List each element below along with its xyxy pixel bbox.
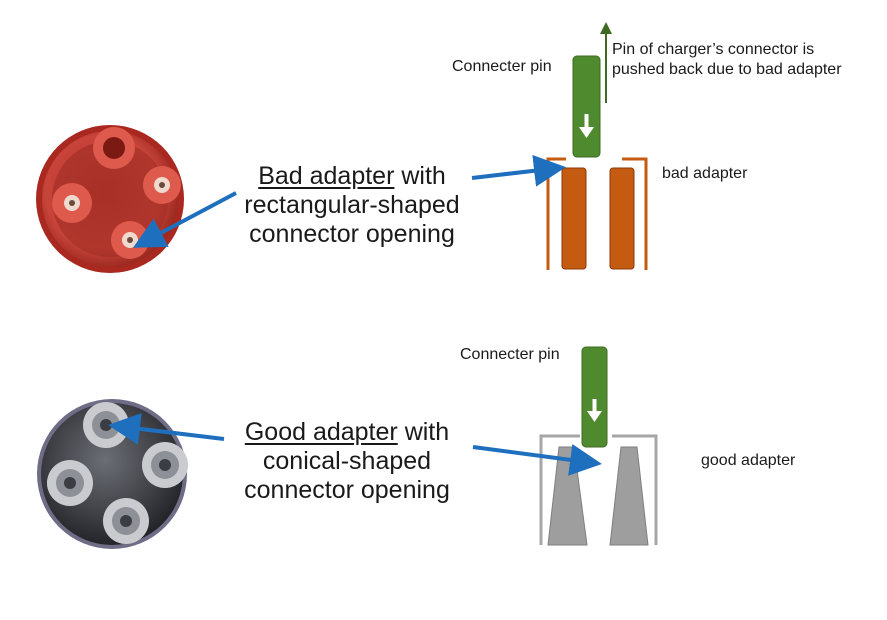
- good-adapter-socket-left: [47, 460, 93, 506]
- good-photo-callout-arrow: [108, 412, 225, 445]
- good-adapter-caption-line3: connector opening: [244, 476, 450, 504]
- good-adapter-frame-left: [539, 434, 580, 545]
- bad-pin-down-arrow-icon: [579, 114, 594, 138]
- bad-adapter-caption-underlined: Bad adapter: [258, 162, 395, 190]
- bad-adapter-socket-left: [52, 183, 92, 223]
- good-pin-down-arrow-icon: [587, 399, 602, 422]
- bad-adapter-caption: Bad adapter with rectangular-shaped conn…: [236, 162, 468, 249]
- bad-adapter-socket-right: [143, 166, 181, 204]
- bad-adapter-frame-right: [622, 157, 648, 270]
- bad-photo-callout-arrow: [132, 191, 237, 248]
- good-adapter-caption-line2: conical-shaped: [262, 447, 432, 475]
- bad-adapter-caption-line2: rectangular-shaped: [244, 191, 460, 219]
- good-adapter-terminal-right: [609, 446, 649, 546]
- bad-adapter-photo: [36, 125, 184, 273]
- bad-adapter-caption-with: with: [394, 162, 446, 190]
- pushed-back-note: Pin of charger’s connector is pushed bac…: [612, 40, 842, 80]
- bad-adapter-socket-top: [93, 127, 135, 169]
- good-adapter-socket-bottom: [103, 498, 149, 544]
- bad-adapter-label: bad adapter: [662, 165, 748, 182]
- bad-schematic-callout-arrow: [471, 154, 566, 187]
- good-adapter-caption-underlined: Good adapter: [244, 418, 398, 446]
- pushed-back-note-line1: Pin of charger’s connector is: [612, 41, 815, 58]
- bad-adapter-caption-line3: connector opening: [249, 220, 455, 248]
- good-adapter-caption-line1: Good adapter with: [226, 418, 468, 447]
- bad-adapter-schematic: [546, 22, 648, 270]
- bad-adapter-terminal-right: [609, 167, 635, 270]
- good-adapter-photo: [37, 399, 188, 549]
- pushed-back-note-line2: pushed back due to bad adapter: [612, 61, 842, 78]
- good-adapter-caption-with: with: [397, 418, 450, 446]
- good-adapter-frame-right: [612, 434, 658, 545]
- good-connector-pin-label: Connecter pin: [460, 346, 560, 363]
- good-adapter-socket-right: [142, 442, 188, 488]
- good-connector-pin: [581, 346, 608, 448]
- good-schematic-callout-arrow: [472, 443, 602, 476]
- good-adapter-schematic: [539, 346, 658, 546]
- bad-adapter-terminal-left: [561, 167, 587, 270]
- bad-connector-pin-label: Connecter pin: [452, 58, 552, 75]
- good-adapter-label: good adapter: [701, 452, 796, 469]
- bad-connector-pin: [572, 55, 601, 158]
- bad-adapter-caption-line1: Bad adapter with: [236, 162, 468, 191]
- good-adapter-caption: Good adapter with conical-shaped connect…: [226, 418, 468, 505]
